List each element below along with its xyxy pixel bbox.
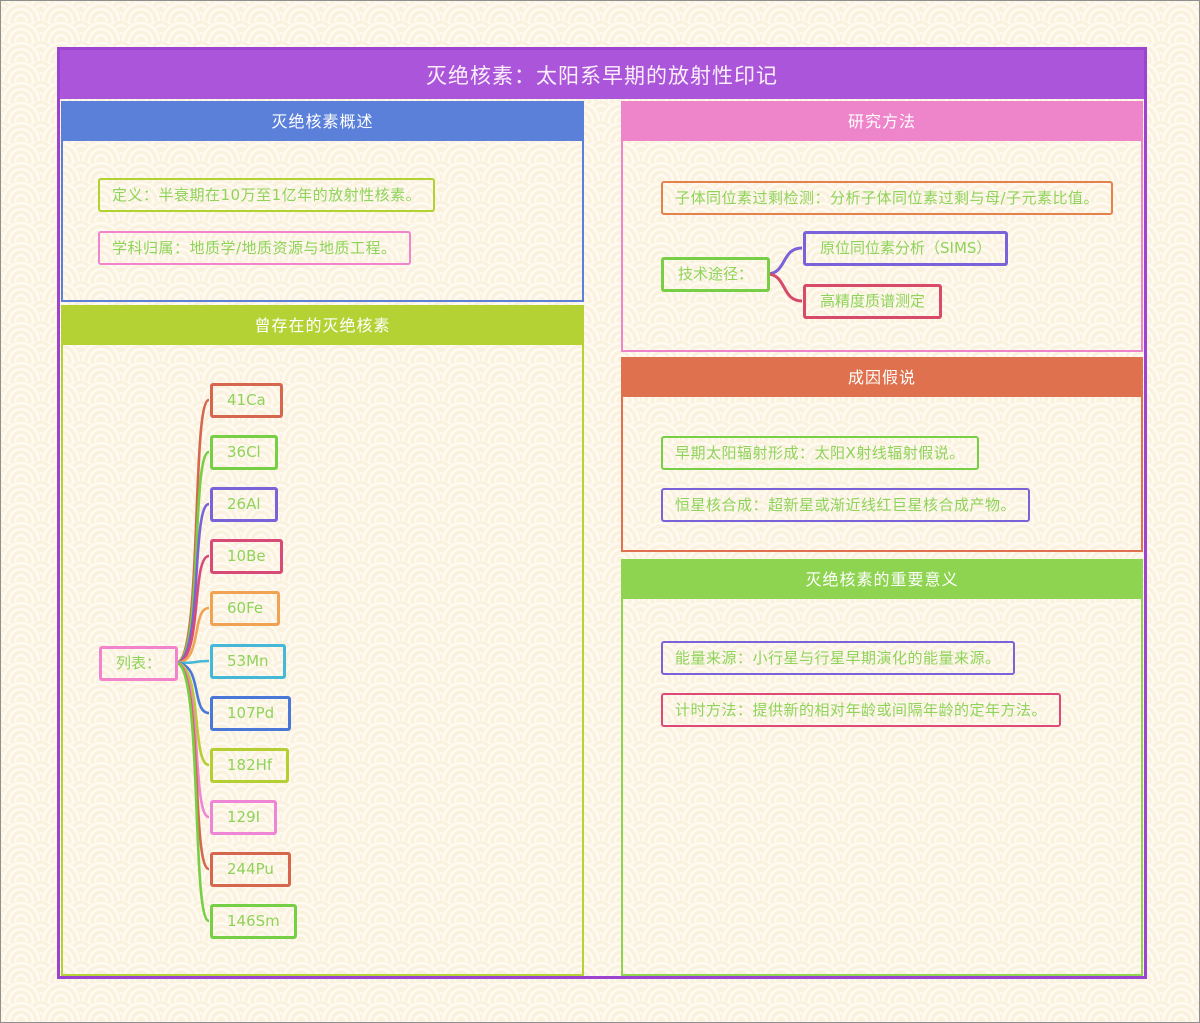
nuclide-node-129i[interactable]: 129I [210, 800, 278, 835]
section-header-hypotheses[interactable]: 成因假说 [621, 357, 1143, 395]
section-content-overview: 定义：半衰期在10万至1亿年的放射性核素。 学科归属：地质学/地质资源与地质工程… [61, 139, 584, 302]
section-content-significance: 能量来源：小行星与行星早期演化的能量来源。 计时方法：提供新的相对年龄或间隔年龄… [621, 597, 1143, 976]
map-title-banner: 灭绝核素：太阳系早期的放射性印记 [60, 50, 1144, 99]
nuclide-node-146sm[interactable]: 146Sm [210, 904, 297, 939]
nuclide-node-41ca[interactable]: 41Ca [210, 383, 283, 418]
methods-mass-spec-node[interactable]: 高精度质谱测定 [803, 284, 943, 319]
section-header-overview[interactable]: 灭绝核素概述 [61, 101, 584, 139]
nuclide-node-26al[interactable]: 26Al [210, 487, 278, 522]
significance-dating-box[interactable]: 计时方法：提供新的相对年龄或间隔年龄的定年方法。 [661, 693, 1062, 727]
methods-detection-box[interactable]: 子体同位素过剩检测：分析子体同位素过剩与母/子元素比值。 [661, 181, 1114, 215]
nuclide-node-244pu[interactable]: 244Pu [210, 852, 291, 887]
overview-definition-box[interactable]: 定义：半衰期在10万至1亿年的放射性核素。 [98, 178, 436, 212]
overview-discipline-box[interactable]: 学科归属：地质学/地质资源与地质工程。 [98, 231, 411, 265]
left-column: 灭绝核素概述 定义：半衰期在10万至1亿年的放射性核素。 学科归属：地质学/地质… [61, 101, 584, 976]
section-content-nuclides: 列表： 41Ca 36Cl 26Al 10Be 60Fe 53Mn 107Pd … [61, 343, 584, 976]
methods-tech-root-node[interactable]: 技术途径： [661, 257, 771, 292]
section-content-hypotheses: 早期太阳辐射形成：太阳X射线辐射假说。 恒星核合成：超新星或渐近线红巨星核合成产… [621, 395, 1143, 552]
nuclide-node-182hf[interactable]: 182Hf [210, 748, 290, 783]
nuclide-node-60fe[interactable]: 60Fe [210, 591, 281, 626]
right-column: 研究方法 子体同位素过剩检测：分析子体同位素过剩与母/子元素比值。 技术途径： … [621, 101, 1143, 976]
significance-energy-box[interactable]: 能量来源：小行星与行星早期演化的能量来源。 [661, 641, 1015, 675]
methods-sims-node[interactable]: 原位同位素分析（SIMS） [803, 231, 1009, 266]
mindmap-canvas: 灭绝核素：太阳系早期的放射性印记 灭绝核素概述 定义：半衰期在10万至1亿年的放… [57, 47, 1147, 979]
nuclide-list-root-node[interactable]: 列表： [99, 646, 179, 681]
section-content-methods: 子体同位素过剩检测：分析子体同位素过剩与母/子元素比值。 技术途径： 原位同位素… [621, 139, 1143, 352]
hypothesis-solar-radiation-box[interactable]: 早期太阳辐射形成：太阳X射线辐射假说。 [661, 436, 979, 470]
nuclide-node-10be[interactable]: 10Be [210, 539, 283, 574]
map-title: 灭绝核素：太阳系早期的放射性印记 [426, 63, 778, 88]
nuclide-node-36cl[interactable]: 36Cl [210, 435, 278, 470]
nuclide-node-107pd[interactable]: 107Pd [210, 696, 292, 731]
section-header-methods[interactable]: 研究方法 [621, 101, 1143, 139]
section-header-nuclides[interactable]: 曾存在的灭绝核素 [61, 305, 584, 343]
hypothesis-nucleosynthesis-box[interactable]: 恒星核合成：超新星或渐近线红巨星核合成产物。 [661, 488, 1031, 522]
section-header-significance[interactable]: 灭绝核素的重要意义 [621, 559, 1143, 597]
nuclide-node-53mn[interactable]: 53Mn [210, 644, 286, 679]
